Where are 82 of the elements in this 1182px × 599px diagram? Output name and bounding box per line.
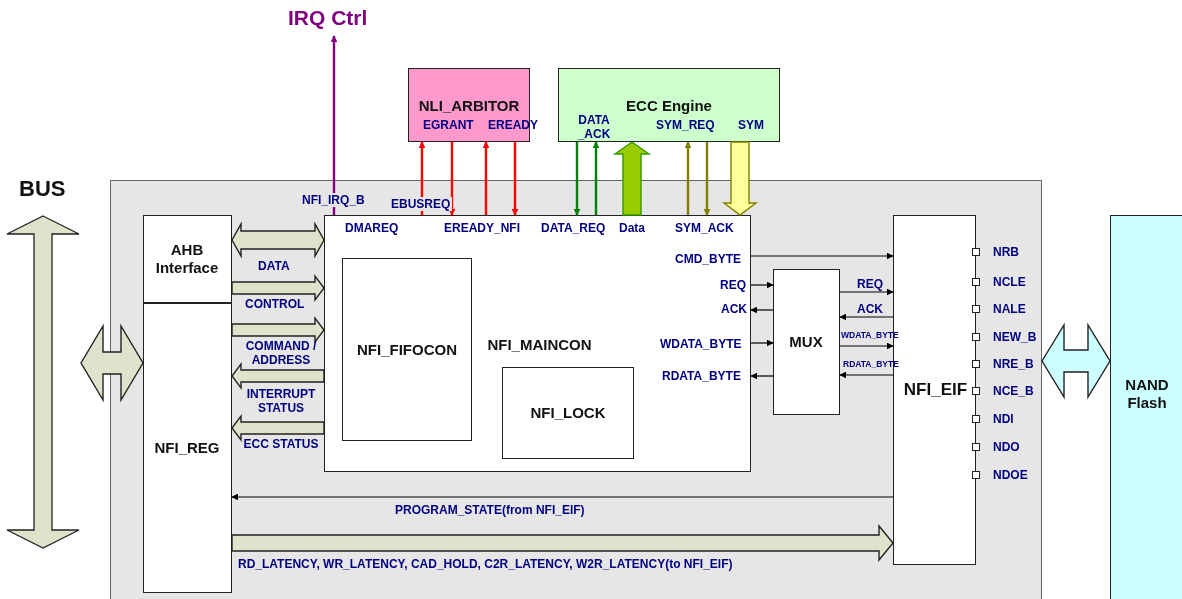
block-title: AHB Interface [154,240,220,277]
edge-label: SYM_REQ [656,118,715,133]
pin-label: NCLE [993,275,1026,289]
edge-label: WDATA_BYTE [660,337,742,352]
block-title: NFI_REG [153,438,221,457]
edge-label: DATA _ACK [576,113,612,142]
edge-label: REQ [720,278,746,293]
signal-arrow [330,35,338,215]
edge-label: SYM [738,118,764,133]
bus-arrow [612,141,652,216]
signal-arrow [839,313,894,321]
signal-arrow [448,142,456,216]
block-title: MUX [788,332,824,351]
bus-label: BUS [19,176,66,202]
edge-label: EREADY_NFI [444,221,520,236]
edge-label: Data [619,221,645,236]
target-label: IRQ Ctrl [288,6,368,30]
bus-arrow [231,273,325,303]
edge-label: ACK [721,302,747,317]
signal-arrow [839,342,894,350]
edge-label: EBUSREQ [389,197,453,212]
edge-label: NFI_IRQ_B [300,193,367,208]
pin-label: NDO [993,440,1020,454]
edge-label: CMD_BYTE [675,252,741,267]
block-title: NFI_FIFOCON [356,340,458,359]
block-box [558,68,780,142]
edge-label: ECC STATUS [242,437,320,452]
signal-arrow [592,141,600,215]
edge-label: COMMAND / ADDRESS [244,339,318,368]
signal-arrow [511,142,519,216]
pin-label: NDOE [993,468,1028,482]
bus-arrow [231,221,325,259]
pin-label: NRE_B [993,357,1034,371]
bus-arrow [80,323,144,403]
signal-arrow [839,371,894,379]
edge-label: DATA [258,259,290,274]
edge-label: PROGRAM_STATE(from NFI_EIF) [395,503,585,518]
pin-label: NEW_B [993,330,1037,344]
block-box [772,268,840,415]
edge-label: RD_LATENCY, WR_LATENCY, CAD_HOLD, C2R_LATENCY, W2R_LATENCY(to NFI_EIF) [238,557,733,572]
block-title: NFI_EIF [902,379,969,400]
block-box [142,302,232,593]
bus-arrow [231,413,325,443]
signal-arrow [750,306,774,314]
bus-arrow [721,141,759,216]
pin-label: NDI [993,412,1014,426]
edge-label: ACK [857,302,883,317]
pin-label: NCE_B [993,384,1034,398]
module-region [110,180,1042,599]
block-title: NLI_ARBITOR [417,97,521,115]
signal-arrow [684,141,692,215]
block-box [1110,215,1182,599]
edge-label: RDATA_BYTE [662,369,741,384]
bus-arrow [231,524,894,562]
bus-arrow [231,361,325,391]
block-title: NFI_LOCK [529,404,607,422]
block-title: NFI_MAINCON [486,335,593,354]
signal-arrow [703,142,711,216]
signal-arrow [750,339,774,347]
edge-label: REQ [857,277,883,292]
signal-label: DMAREQ [345,221,399,235]
pin-label: NALE [993,302,1026,316]
signal-arrow [750,252,894,260]
block-box [502,367,634,459]
signal-arrow [231,493,894,501]
block-box [342,258,472,441]
signal-arrow [750,372,774,380]
block-title: ECC Engine [625,97,713,115]
edge-label: DATA_REQ [541,221,606,236]
edge-label: EGRANT [423,118,474,133]
edge-label: CONTROL [245,297,305,312]
signal-arrow [573,142,581,216]
signal-arrow [482,141,490,215]
signal-arrow [839,288,894,296]
bus-arrow [1041,322,1111,400]
block-title: NAND Flash [1124,376,1170,412]
edge-label: SYM_ACK [675,221,734,236]
block-box [323,214,751,472]
signal-arrow [750,281,774,289]
block-box [142,214,232,303]
pin-label: NRB [993,245,1019,259]
edge-label: INTERRUPT STATUS [245,387,317,416]
